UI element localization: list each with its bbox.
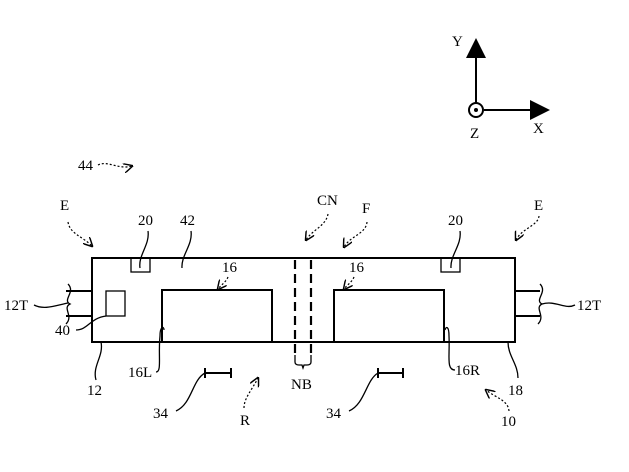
label-12: 12 xyxy=(87,383,102,399)
x-axis-label: X xyxy=(533,121,544,137)
leader-44 xyxy=(97,164,132,167)
label-16-right: 16 xyxy=(349,260,365,276)
channel-bore xyxy=(293,260,313,371)
label-20-left: 20 xyxy=(138,213,153,229)
module-box xyxy=(105,290,126,317)
leader-16l xyxy=(155,326,165,373)
leader-r xyxy=(243,378,258,409)
leader-16r xyxy=(444,326,456,371)
scale-bar-right xyxy=(377,368,404,378)
z-axis-label: Z xyxy=(470,126,479,142)
coordinate-axes: Y X Z xyxy=(452,34,550,142)
leader-10 xyxy=(486,390,510,412)
label-cn: CN xyxy=(317,193,338,209)
label-e-left: E xyxy=(60,198,69,214)
leader-40 xyxy=(75,315,107,331)
pocket-left xyxy=(161,289,273,342)
label-20-right: 20 xyxy=(448,213,463,229)
z-axis-dot xyxy=(474,108,478,112)
leader-16-right xyxy=(344,276,355,289)
leader-12t-left xyxy=(33,302,69,309)
leader-20-left xyxy=(139,230,149,269)
label-12t-left: 12T xyxy=(4,298,28,314)
leader-20-right xyxy=(450,230,461,269)
leader-f xyxy=(344,221,368,247)
tube-right xyxy=(515,283,544,325)
label-16l: 16L xyxy=(128,365,152,381)
y-axis-label: Y xyxy=(452,34,463,50)
leader-e-right xyxy=(516,215,540,240)
label-34-left: 34 xyxy=(153,406,169,422)
label-40: 40 xyxy=(55,323,70,339)
label-nb: NB xyxy=(291,377,312,393)
leader-18 xyxy=(507,341,519,379)
leader-e-left xyxy=(67,221,92,246)
label-10: 10 xyxy=(501,414,516,430)
leader-12t-right xyxy=(541,302,576,308)
label-f: F xyxy=(362,201,370,217)
label-18: 18 xyxy=(508,383,523,399)
label-r: R xyxy=(240,413,250,429)
leader-cn xyxy=(306,213,329,240)
leader-34-left xyxy=(175,372,206,412)
z-axis-circle xyxy=(468,102,484,118)
leader-16-left xyxy=(218,276,229,289)
label-12t-right: 12T xyxy=(577,298,601,314)
label-34-right: 34 xyxy=(326,406,342,422)
leader-42 xyxy=(181,230,192,269)
leader-34-right xyxy=(348,372,379,412)
sensor-right xyxy=(440,257,461,273)
label-16-left: 16 xyxy=(222,260,238,276)
tube-left xyxy=(65,283,92,325)
scale-bar-left xyxy=(204,368,232,378)
leader-12 xyxy=(94,341,103,381)
label-16r: 16R xyxy=(455,363,480,379)
label-44: 44 xyxy=(78,158,94,174)
pocket-right xyxy=(333,289,445,342)
label-e-right: E xyxy=(534,198,543,214)
device-body xyxy=(91,257,516,343)
label-42: 42 xyxy=(180,213,195,229)
